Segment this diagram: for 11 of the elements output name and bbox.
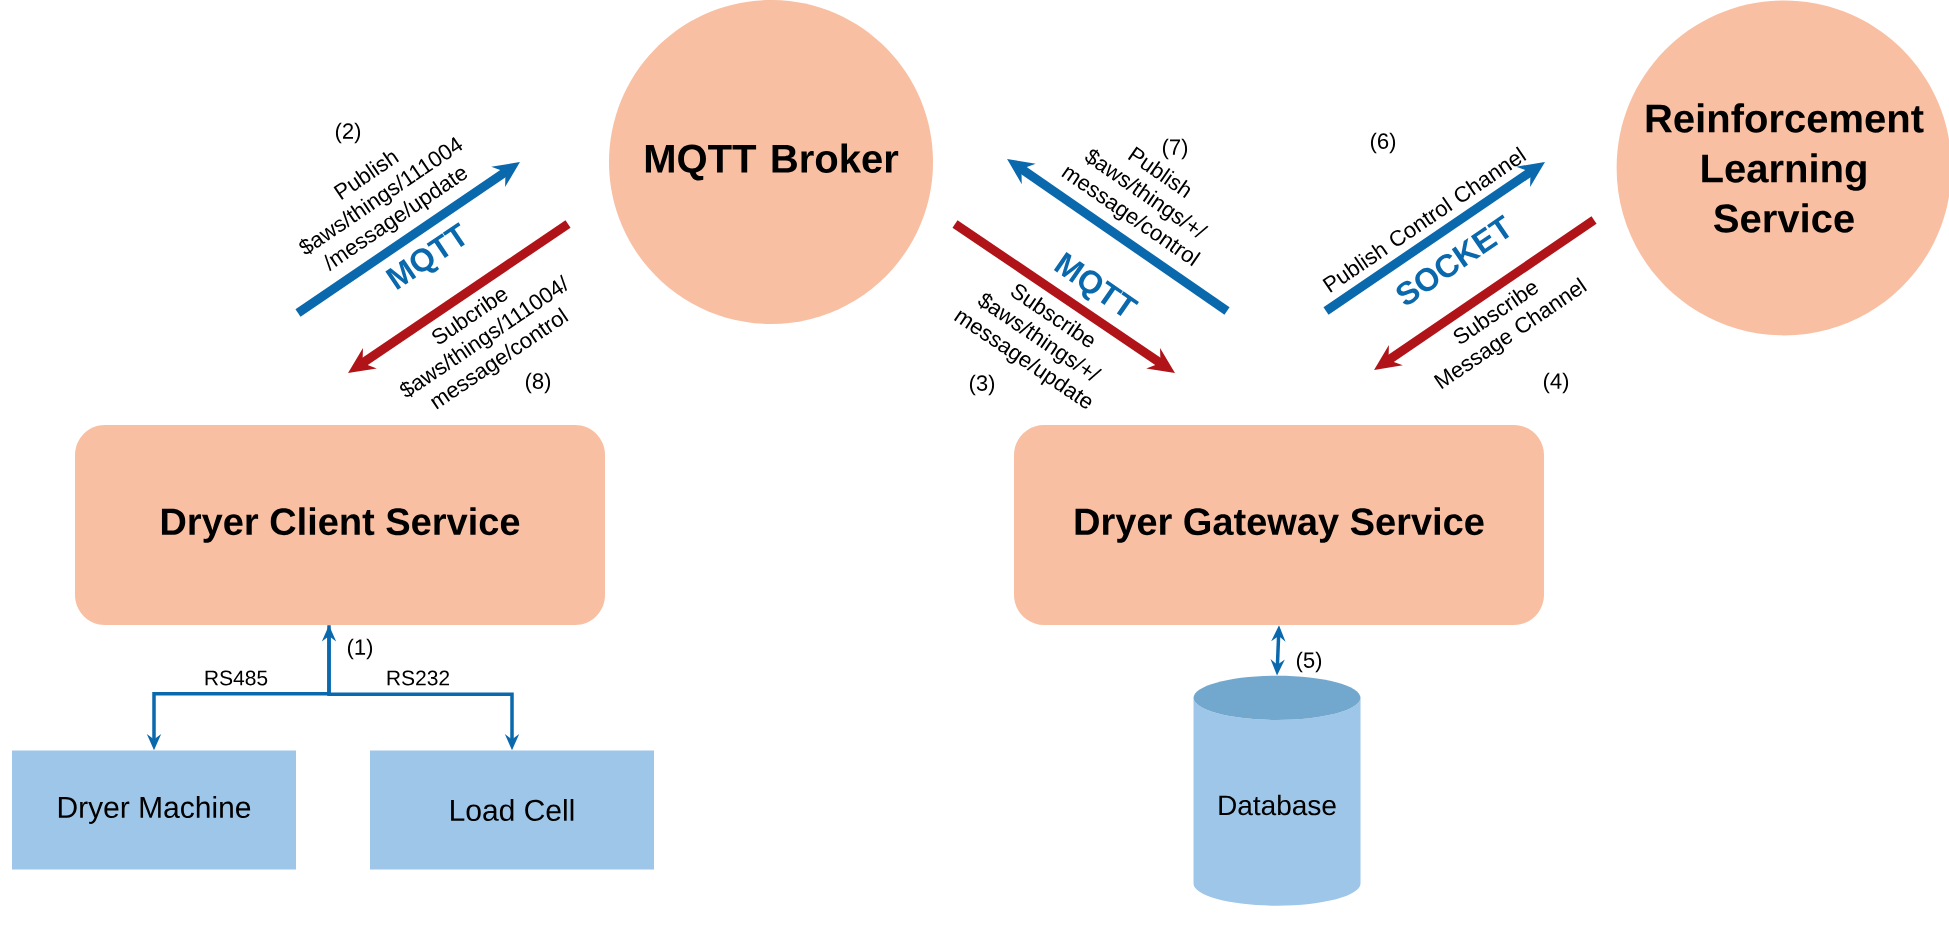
edge-label: RS232: [387, 670, 450, 686]
database-cylinder: Database: [1193, 675, 1361, 906]
step-number: (5): [1296, 651, 1322, 673]
service-box: Dryer Client Service: [75, 425, 605, 625]
step-number: (1): [347, 638, 373, 660]
step-number: (6): [1370, 132, 1396, 154]
edge-label: RS485: [205, 670, 268, 686]
step-number: (4): [1543, 372, 1569, 394]
service-box: Dryer Gateway Service: [1014, 425, 1544, 625]
device-box: Dryer Machine: [12, 750, 296, 870]
device-box: Load Cell: [370, 750, 654, 870]
